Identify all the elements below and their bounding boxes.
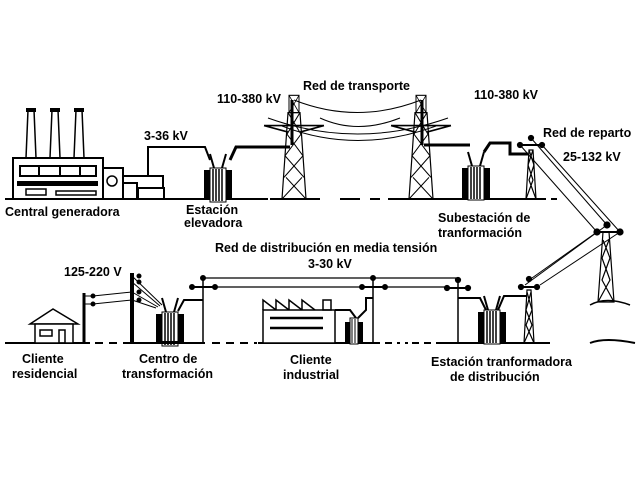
label-red-distribucion: Red de distribución en media tensión (215, 241, 438, 255)
transmission-lines (267, 99, 449, 141)
power-plant-icon (12, 108, 290, 200)
label-estacion-distribucion-line2: de distribución (450, 370, 540, 384)
mv-pole-2-icon (357, 275, 388, 343)
label-red-reparto: Red de reparto (543, 126, 632, 140)
distribution-tower-small-icon (516, 134, 546, 200)
industrial-client-icon (262, 298, 357, 344)
medium-voltage-lines (203, 277, 458, 288)
transmission-tower-right-icon (390, 94, 452, 200)
low-voltage-pole-icon (82, 291, 133, 343)
label-estacion-elevadora-line1: Estación (186, 203, 239, 217)
label-central-generadora: Central generadora (5, 205, 120, 219)
industrial-transformer-icon (345, 317, 363, 345)
label-estacion-elevadora-line2: elevadora (184, 216, 243, 230)
label-cliente-residencial-line1: Cliente (22, 352, 64, 366)
transformation-center-icon (130, 273, 163, 343)
label-voltage-distribution: 3-30 kV (308, 257, 352, 271)
label-cliente-industrial-line1: Cliente (290, 353, 332, 367)
label-centro-transformacion-line1: Centro de (139, 352, 198, 366)
label-subestacion-line2: tranformación (438, 226, 523, 240)
label-red-transporte: Red de transporte (303, 79, 410, 93)
label-cliente-residencial-line2: residencial (12, 367, 78, 381)
label-estacion-distribucion-line1: Estación tranformadora (431, 355, 573, 369)
label-subestacion-line1: Subestación de (438, 211, 531, 225)
label-voltage-generation: 3-36 kV (144, 129, 188, 143)
distribution-tower-large-icon (589, 221, 631, 306)
mv-pole-1-icon (177, 275, 218, 343)
label-voltage-transport-left: 110-380 kV (217, 92, 281, 106)
transformation-center-transformer-icon (155, 297, 185, 347)
label-voltage-low: 125-220 V (64, 265, 122, 279)
label-centro-transformacion-line2: transformación (122, 367, 213, 381)
label-voltage-transport-right: 110-380 kV (474, 88, 538, 102)
transmission-tower-left-icon (263, 94, 325, 200)
residential-client-icon (27, 308, 81, 344)
label-cliente-industrial-line2: industrial (283, 368, 340, 382)
substation-transformer-icon (424, 141, 528, 201)
sub-transmission-lines (519, 137, 621, 286)
label-voltage-reparto: 25-132 kV (563, 150, 621, 164)
step-up-transformer-icon (203, 153, 233, 203)
